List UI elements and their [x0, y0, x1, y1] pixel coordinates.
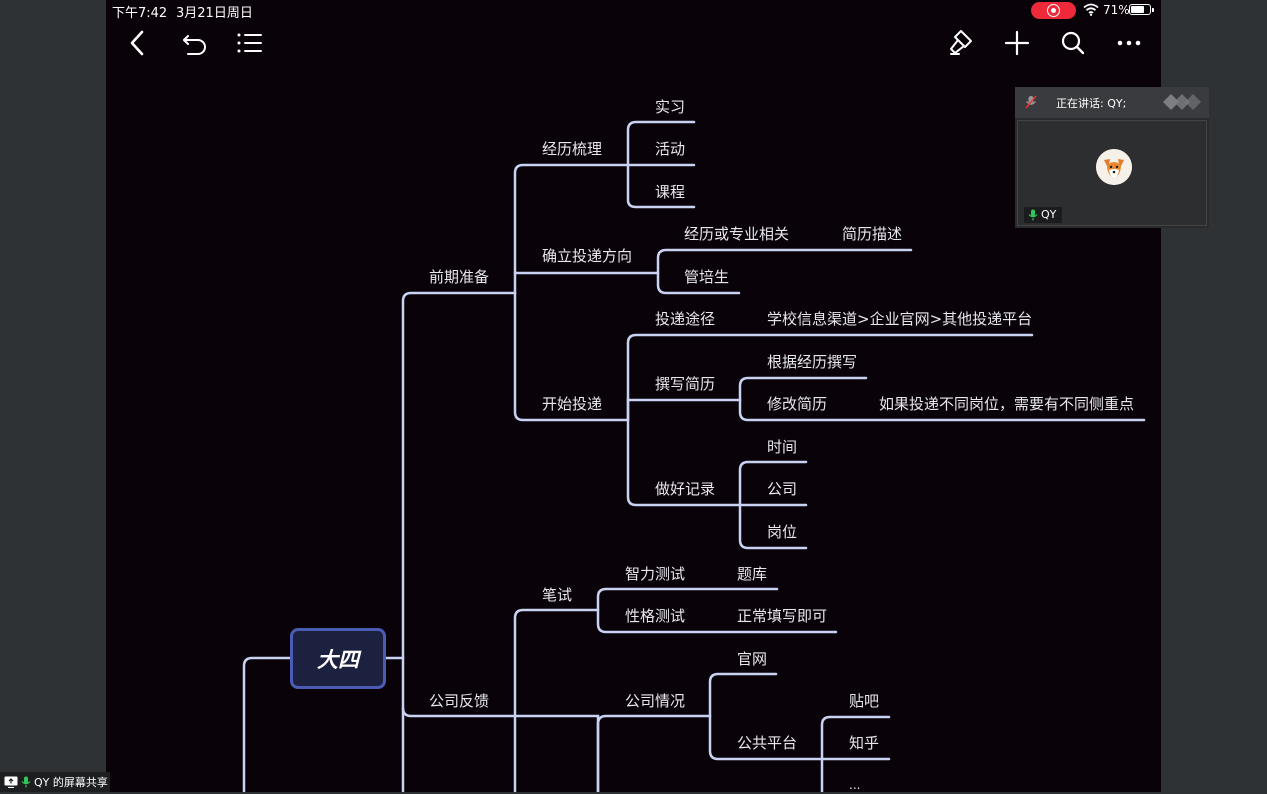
node-prep[interactable]: 前期准备 — [429, 268, 490, 286]
battery-icon — [1129, 4, 1154, 15]
node-related[interactable]: 经历或专业相关 — [684, 225, 790, 243]
node-etc[interactable]: ... — [849, 778, 861, 792]
meeting-panel[interactable]: 正在讲话: QY; QY — [1015, 87, 1209, 228]
add-icon[interactable] — [1001, 27, 1033, 59]
mic-muted-icon — [1025, 95, 1037, 109]
node-time[interactable]: 时间 — [767, 438, 798, 456]
meeting-header: 正在讲话: QY; — [1015, 87, 1209, 118]
node-modify[interactable]: 修改简历 — [767, 395, 828, 413]
screen-share-label: QY 的屏幕共享 — [34, 776, 108, 789]
screen-share-bar[interactable]: QY 的屏幕共享 — [0, 772, 110, 792]
node-official[interactable]: 官网 — [737, 650, 768, 668]
node-write[interactable]: 撰写简历 — [655, 375, 716, 393]
node-written[interactable]: 笔试 — [542, 586, 573, 604]
participant-video[interactable]: QY — [1017, 120, 1207, 226]
root-label: 大四 — [317, 647, 359, 672]
node-by-exp[interactable]: 根据经历撰写 — [767, 353, 858, 371]
screen-share-icon — [4, 776, 18, 788]
meeting-logo-icon — [1163, 94, 1201, 110]
mindmap-canvas[interactable] — [106, 0, 1161, 792]
node-channel[interactable]: 投递途径 — [655, 310, 716, 328]
format-icon[interactable] — [945, 27, 977, 59]
speaking-label: 正在讲话: QY; — [1056, 97, 1127, 110]
mindmap-root-node[interactable]: 大四 — [290, 628, 386, 689]
status-date: 3月21日周日 — [176, 6, 253, 21]
node-bank[interactable]: 题库 — [737, 565, 768, 583]
node-channel-detail[interactable]: 学校信息渠道>企业官网>其他投递平台 — [767, 310, 1033, 328]
node-personality[interactable]: 性格测试 — [625, 607, 686, 625]
outline-icon[interactable] — [234, 27, 266, 59]
node-activity[interactable]: 活动 — [655, 140, 686, 158]
node-experience[interactable]: 经历梳理 — [542, 140, 603, 158]
node-feedback[interactable]: 公司反馈 — [429, 692, 490, 710]
node-normal[interactable]: 正常填写即可 — [737, 607, 828, 625]
record-icon — [1047, 4, 1060, 17]
search-icon[interactable] — [1057, 27, 1089, 59]
node-record[interactable]: 做好记录 — [655, 480, 716, 498]
node-tieba[interactable]: 贴吧 — [849, 692, 880, 710]
node-modify-detail[interactable]: 如果投递不同岗位，需要有不同侧重点 — [879, 395, 1135, 413]
status-time: 下午7:42 — [112, 6, 168, 21]
node-course[interactable]: 课程 — [655, 183, 686, 201]
node-zhihu[interactable]: 知乎 — [849, 734, 880, 752]
mic-icon — [1028, 209, 1038, 221]
node-company-info[interactable]: 公司情况 — [625, 692, 686, 710]
participant-avatar — [1096, 149, 1132, 185]
node-trainee[interactable]: 管培生 — [684, 268, 730, 286]
undo-icon[interactable] — [179, 27, 211, 59]
node-iq[interactable]: 智力测试 — [625, 565, 686, 583]
node-company[interactable]: 公司 — [767, 480, 798, 498]
participant-name: QY — [1041, 208, 1057, 221]
fox-avatar-icon — [1096, 149, 1132, 185]
node-resume-desc[interactable]: 简历描述 — [842, 225, 903, 243]
screen-record-indicator[interactable] — [1031, 2, 1076, 19]
mic-icon — [21, 776, 31, 788]
node-direction[interactable]: 确立投递方向 — [542, 247, 633, 265]
node-internship[interactable]: 实习 — [655, 98, 686, 116]
node-public[interactable]: 公共平台 — [737, 734, 798, 752]
node-position[interactable]: 岗位 — [767, 523, 798, 541]
back-icon[interactable] — [122, 27, 154, 59]
more-icon[interactable] — [1113, 27, 1145, 59]
battery-percent: 71% — [1103, 3, 1130, 17]
node-start[interactable]: 开始投递 — [542, 395, 603, 413]
participant-tag: QY — [1024, 207, 1063, 223]
wifi-icon — [1083, 3, 1099, 16]
